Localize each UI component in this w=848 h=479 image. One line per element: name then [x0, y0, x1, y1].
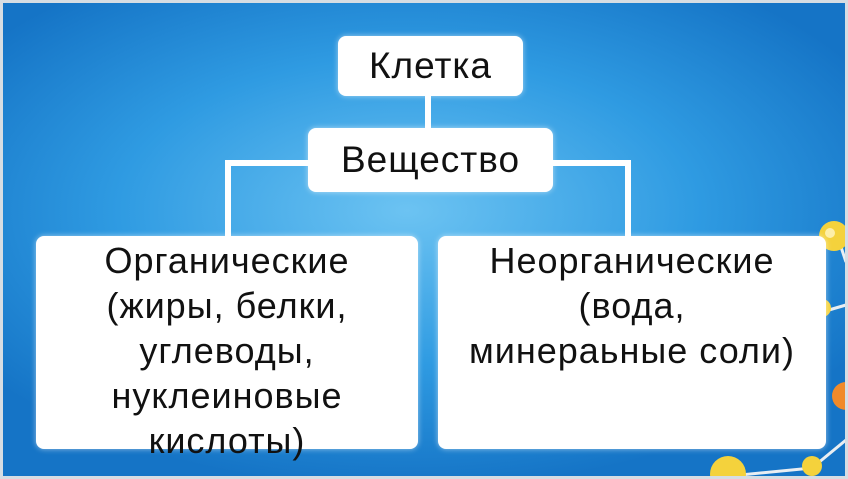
connector-middle-to-right	[553, 160, 631, 236]
organic-line: Органические	[104, 240, 350, 281]
node-substance-label: Вещество	[340, 139, 521, 180]
connector-middle-to-left	[225, 160, 308, 236]
organic-line: нуклеиновые	[111, 375, 343, 416]
node-cell-label: Клетка	[368, 45, 493, 86]
inorganic-line: Неорганические	[489, 240, 775, 281]
node-substance: Вещество	[308, 128, 553, 192]
inorganic-line: (вода,	[578, 285, 686, 326]
organic-line: (жиры, белки,	[106, 285, 348, 326]
inorganic-line: минераьные соли)	[468, 330, 796, 371]
node-cell: Клетка	[338, 36, 523, 96]
organic-line: кислоты)	[148, 420, 306, 461]
node-inorganic: Неорганические (вода, минераьные соли)	[438, 236, 826, 449]
organic-line: углеводы,	[139, 330, 315, 371]
node-organic: Органические (жиры, белки, углеводы, нук…	[36, 236, 418, 461]
